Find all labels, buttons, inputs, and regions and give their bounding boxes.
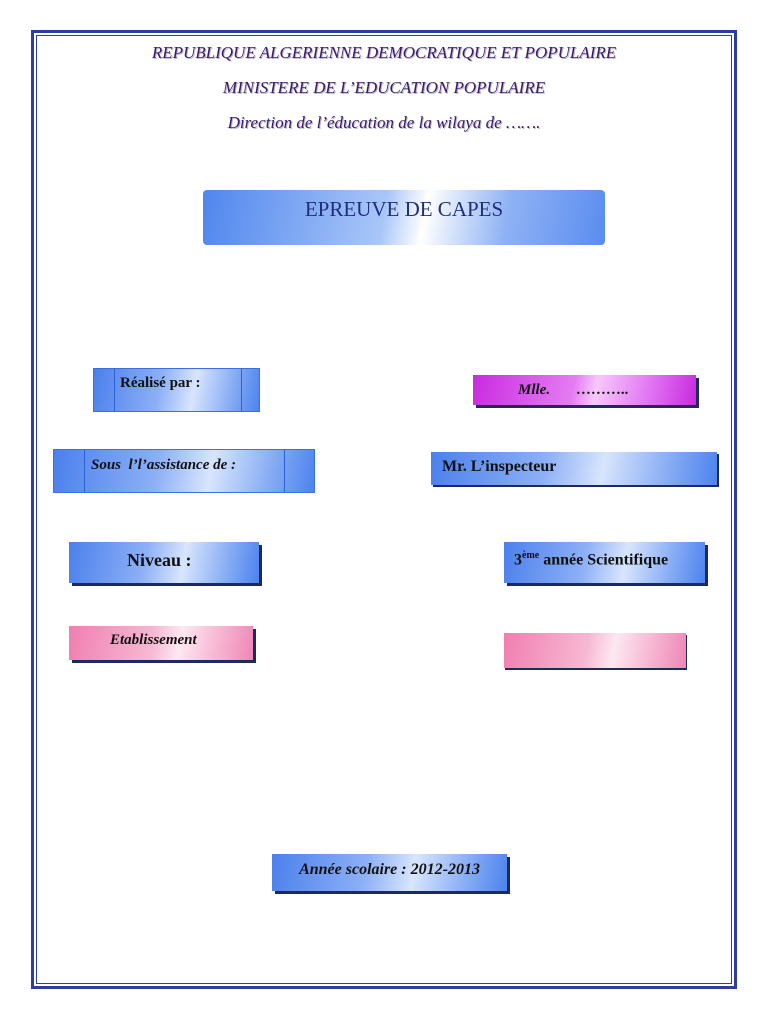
niveau-label: Niveau :	[127, 550, 192, 570]
header-ministry: MINISTERE DE L’EDUCATION POPULAIRE	[222, 78, 546, 97]
annee-scolaire-box: Année scolaire : 2012-2013	[272, 854, 507, 891]
niveau-value: 3ème année Scientifique	[514, 550, 668, 569]
etablissement-label: Etablissement	[110, 632, 197, 648]
assistance-label-box: Sous l’l’assistance de :	[53, 449, 315, 493]
assistance-value-box: Mr. L’inspecteur	[431, 452, 717, 485]
assistance-value: Mr. L’inspecteur	[442, 458, 557, 475]
niveau-value-superscript: ème	[522, 550, 540, 561]
realise-value: Mlle. ………..	[518, 382, 629, 398]
page-border-inner	[36, 35, 732, 984]
header-republic: REPUBLIQUE ALGERIENNE DEMOCRATIQUE ET PO…	[151, 43, 617, 62]
etablissement-value-box	[504, 633, 686, 668]
niveau-label-box: Niveau :	[69, 542, 259, 583]
header-direction: Direction de l’éducation de la wilaya de…	[227, 113, 541, 132]
title-banner: EPREUVE DE CAPES	[203, 190, 605, 245]
assistance-label: Sous l’l’assistance de :	[91, 457, 237, 473]
page-title: EPREUVE DE CAPES	[304, 197, 504, 221]
realise-value-box: Mlle. ………..	[473, 375, 696, 405]
niveau-value-text: année Scientifique	[539, 551, 669, 569]
etablissement-label-box: Etablissement	[69, 626, 253, 660]
niveau-value-box: 3ème année Scientifique	[504, 542, 705, 583]
realise-label: Réalisé par :	[120, 375, 201, 391]
annee-scolaire: Année scolaire : 2012-2013	[299, 861, 480, 878]
page-border-outer	[31, 30, 737, 989]
realise-label-box: Réalisé par :	[93, 368, 260, 412]
niveau-value-number: 3	[514, 551, 522, 569]
